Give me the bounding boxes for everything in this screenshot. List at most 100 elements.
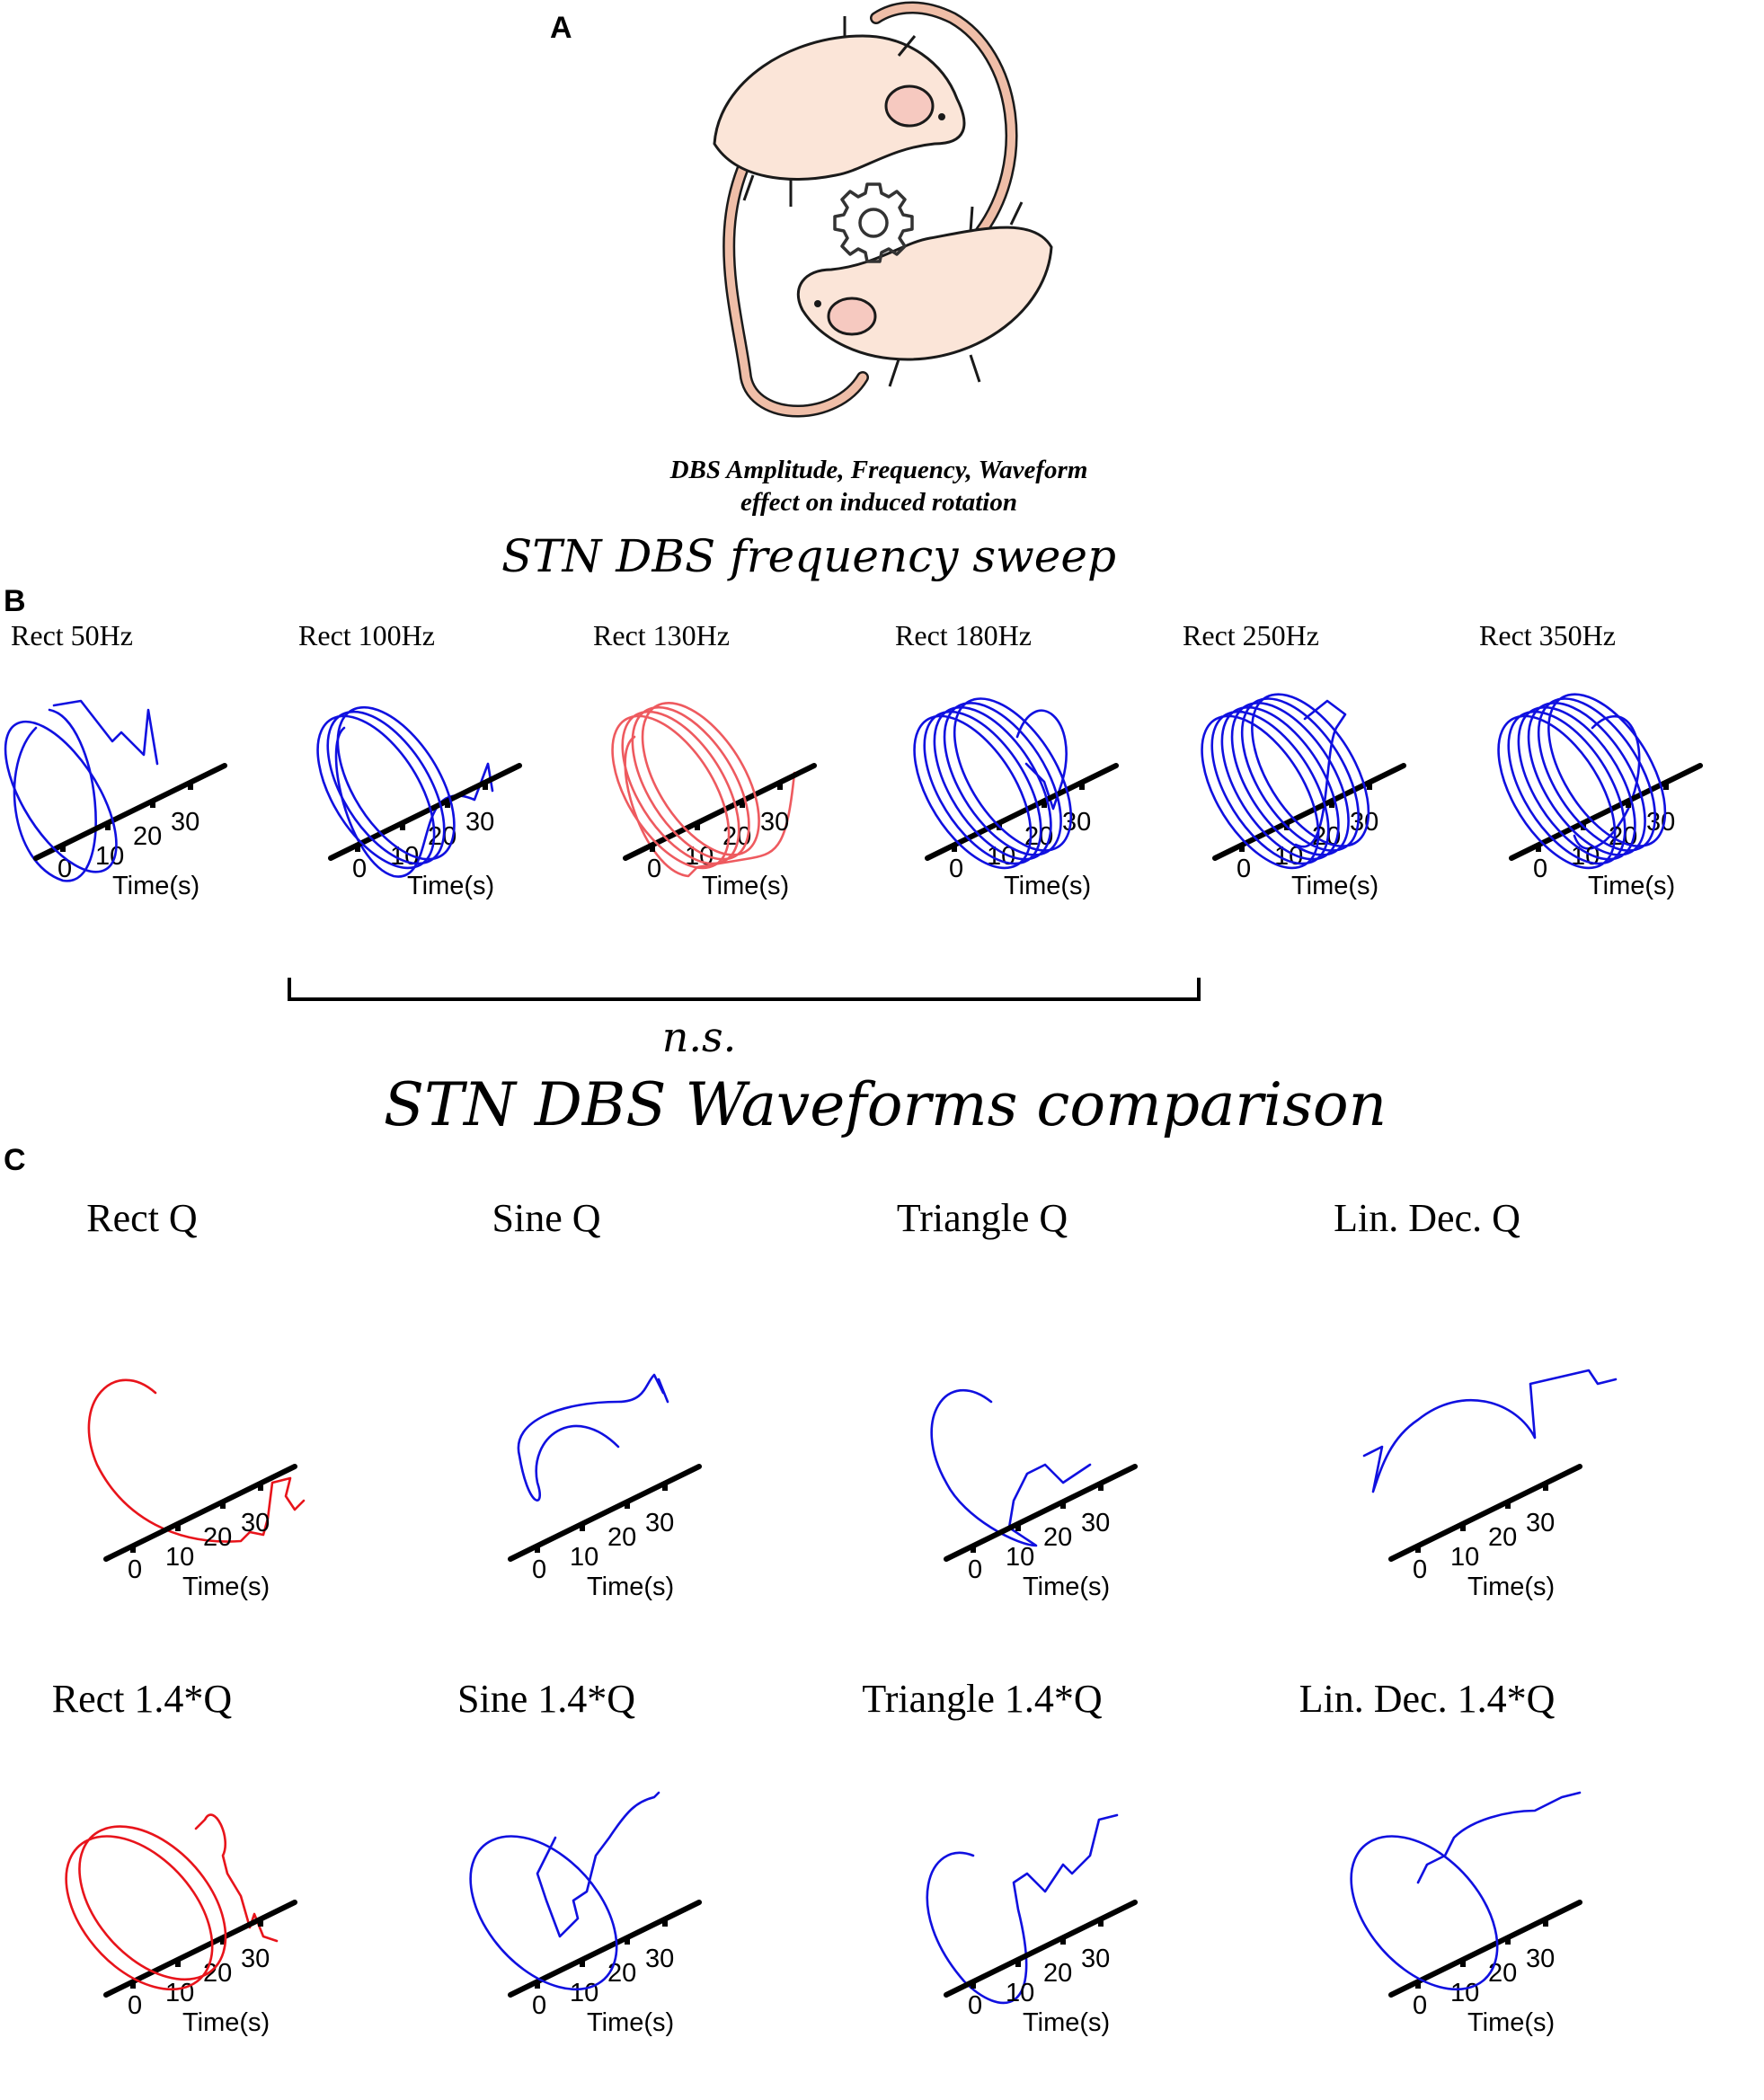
- tick-label: 0: [128, 1991, 142, 2020]
- tick-label: 20: [607, 1959, 636, 1988]
- condition-label: Sine 1.4*Q: [457, 1677, 635, 1721]
- axis-label: Time(s): [1291, 872, 1378, 900]
- gear-icon: [833, 182, 914, 263]
- condition-label: Rect 50Hz: [11, 619, 133, 651]
- panel-c-title: STN DBS Waveforms comparison: [384, 1070, 1387, 1139]
- panel-a-caption-line2: effect on induced rotation: [740, 488, 1017, 517]
- tick-label: 10: [1006, 1979, 1034, 2007]
- condition-label: Rect 350Hz: [1479, 619, 1616, 651]
- significance-label: n.s.: [662, 1013, 736, 1061]
- rotation-trace: [334, 726, 494, 878]
- condition-label: Lin. Dec. 1.4*Q: [1299, 1677, 1556, 1721]
- rotation-trace: [87, 1378, 306, 1543]
- rotation-trace: [930, 1388, 1092, 1547]
- axis-label: Time(s): [587, 1573, 674, 1601]
- condition-label: Rect 180Hz: [895, 619, 1032, 651]
- condition-label: Rect Q: [86, 1196, 198, 1240]
- tick-label: 30: [1526, 1945, 1555, 1973]
- tick-label: 0: [532, 1991, 546, 2020]
- rotation-trace: [926, 1813, 1119, 2005]
- rotation-trace: [13, 699, 159, 882]
- tick-label: 0: [1237, 855, 1251, 883]
- tick-label: 10: [570, 1979, 598, 2007]
- tick-label: 10: [1450, 1979, 1479, 2007]
- rotation-loops: [913, 697, 1073, 870]
- axis-line: [508, 1464, 702, 1562]
- tick-label: 30: [241, 1945, 270, 1973]
- panel-a-caption-line1: DBS Amplitude, Frequency, Waveform: [669, 456, 1088, 484]
- rotation-trace: [536, 1791, 660, 1938]
- tick-label: 0: [647, 855, 661, 883]
- condition-label: Rect 130Hz: [593, 619, 730, 651]
- tick-label: 20: [133, 822, 162, 851]
- rotation-trace: [517, 1373, 669, 1502]
- tick-label: 0: [128, 1555, 142, 1584]
- axis-label: Time(s): [702, 872, 789, 900]
- rotation-trace: [1416, 1791, 1582, 1884]
- axis-line: [944, 1900, 1138, 1998]
- condition-label: Rect 1.4*Q: [52, 1677, 233, 1721]
- axis-label: Time(s): [1004, 872, 1091, 900]
- axis-label: Time(s): [1467, 2008, 1555, 2037]
- axis-line: [33, 763, 227, 861]
- tick-label: 20: [1043, 1959, 1072, 1988]
- axis-label: Time(s): [587, 2008, 674, 2037]
- tick-label: 0: [968, 1555, 982, 1584]
- tick-label: 30: [645, 1509, 674, 1537]
- tick-label: 30: [1526, 1509, 1555, 1537]
- significance-bracket: [288, 978, 1201, 1001]
- tick-label: 0: [1413, 1555, 1427, 1584]
- rotation-loops: [65, 1825, 227, 1991]
- tick-label: 30: [645, 1945, 674, 1973]
- panel-b-title: STN DBS frequency sweep: [501, 530, 1116, 582]
- tick-label: 20: [1488, 1959, 1517, 1988]
- tick-label: 30: [465, 808, 494, 837]
- tick-label: 20: [607, 1523, 636, 1552]
- mice-illustration: [713, 1, 1053, 418]
- condition-label: Rect 250Hz: [1183, 619, 1319, 651]
- axis-label: Time(s): [1023, 2008, 1110, 2037]
- tick-label: 30: [1081, 1509, 1110, 1537]
- axis-label: Time(s): [182, 1573, 270, 1601]
- rotation-loops: [1201, 693, 1370, 870]
- rotation-trace: [1362, 1369, 1618, 1493]
- tick-label: 30: [1081, 1945, 1110, 1973]
- axis-line: [103, 1464, 297, 1562]
- rotation-loops: [4, 720, 118, 873]
- axis-label: Time(s): [407, 872, 494, 900]
- axis-label: Time(s): [1588, 872, 1675, 900]
- tick-label: 30: [241, 1509, 270, 1537]
- tick-label: 0: [1413, 1991, 1427, 2020]
- tick-label: 10: [165, 1543, 194, 1572]
- tick-label: 0: [1533, 855, 1547, 883]
- rotation-loops: [611, 702, 760, 870]
- tick-label: 10: [1450, 1543, 1479, 1572]
- tick-label: 30: [760, 808, 789, 837]
- tick-label: 30: [171, 808, 199, 837]
- rotation-loops: [469, 1835, 618, 1991]
- rotation-loops: [1350, 1835, 1499, 1991]
- condition-label: Sine Q: [492, 1196, 601, 1240]
- tick-label: 0: [949, 855, 963, 883]
- condition-label: Triangle 1.4*Q: [862, 1677, 1102, 1721]
